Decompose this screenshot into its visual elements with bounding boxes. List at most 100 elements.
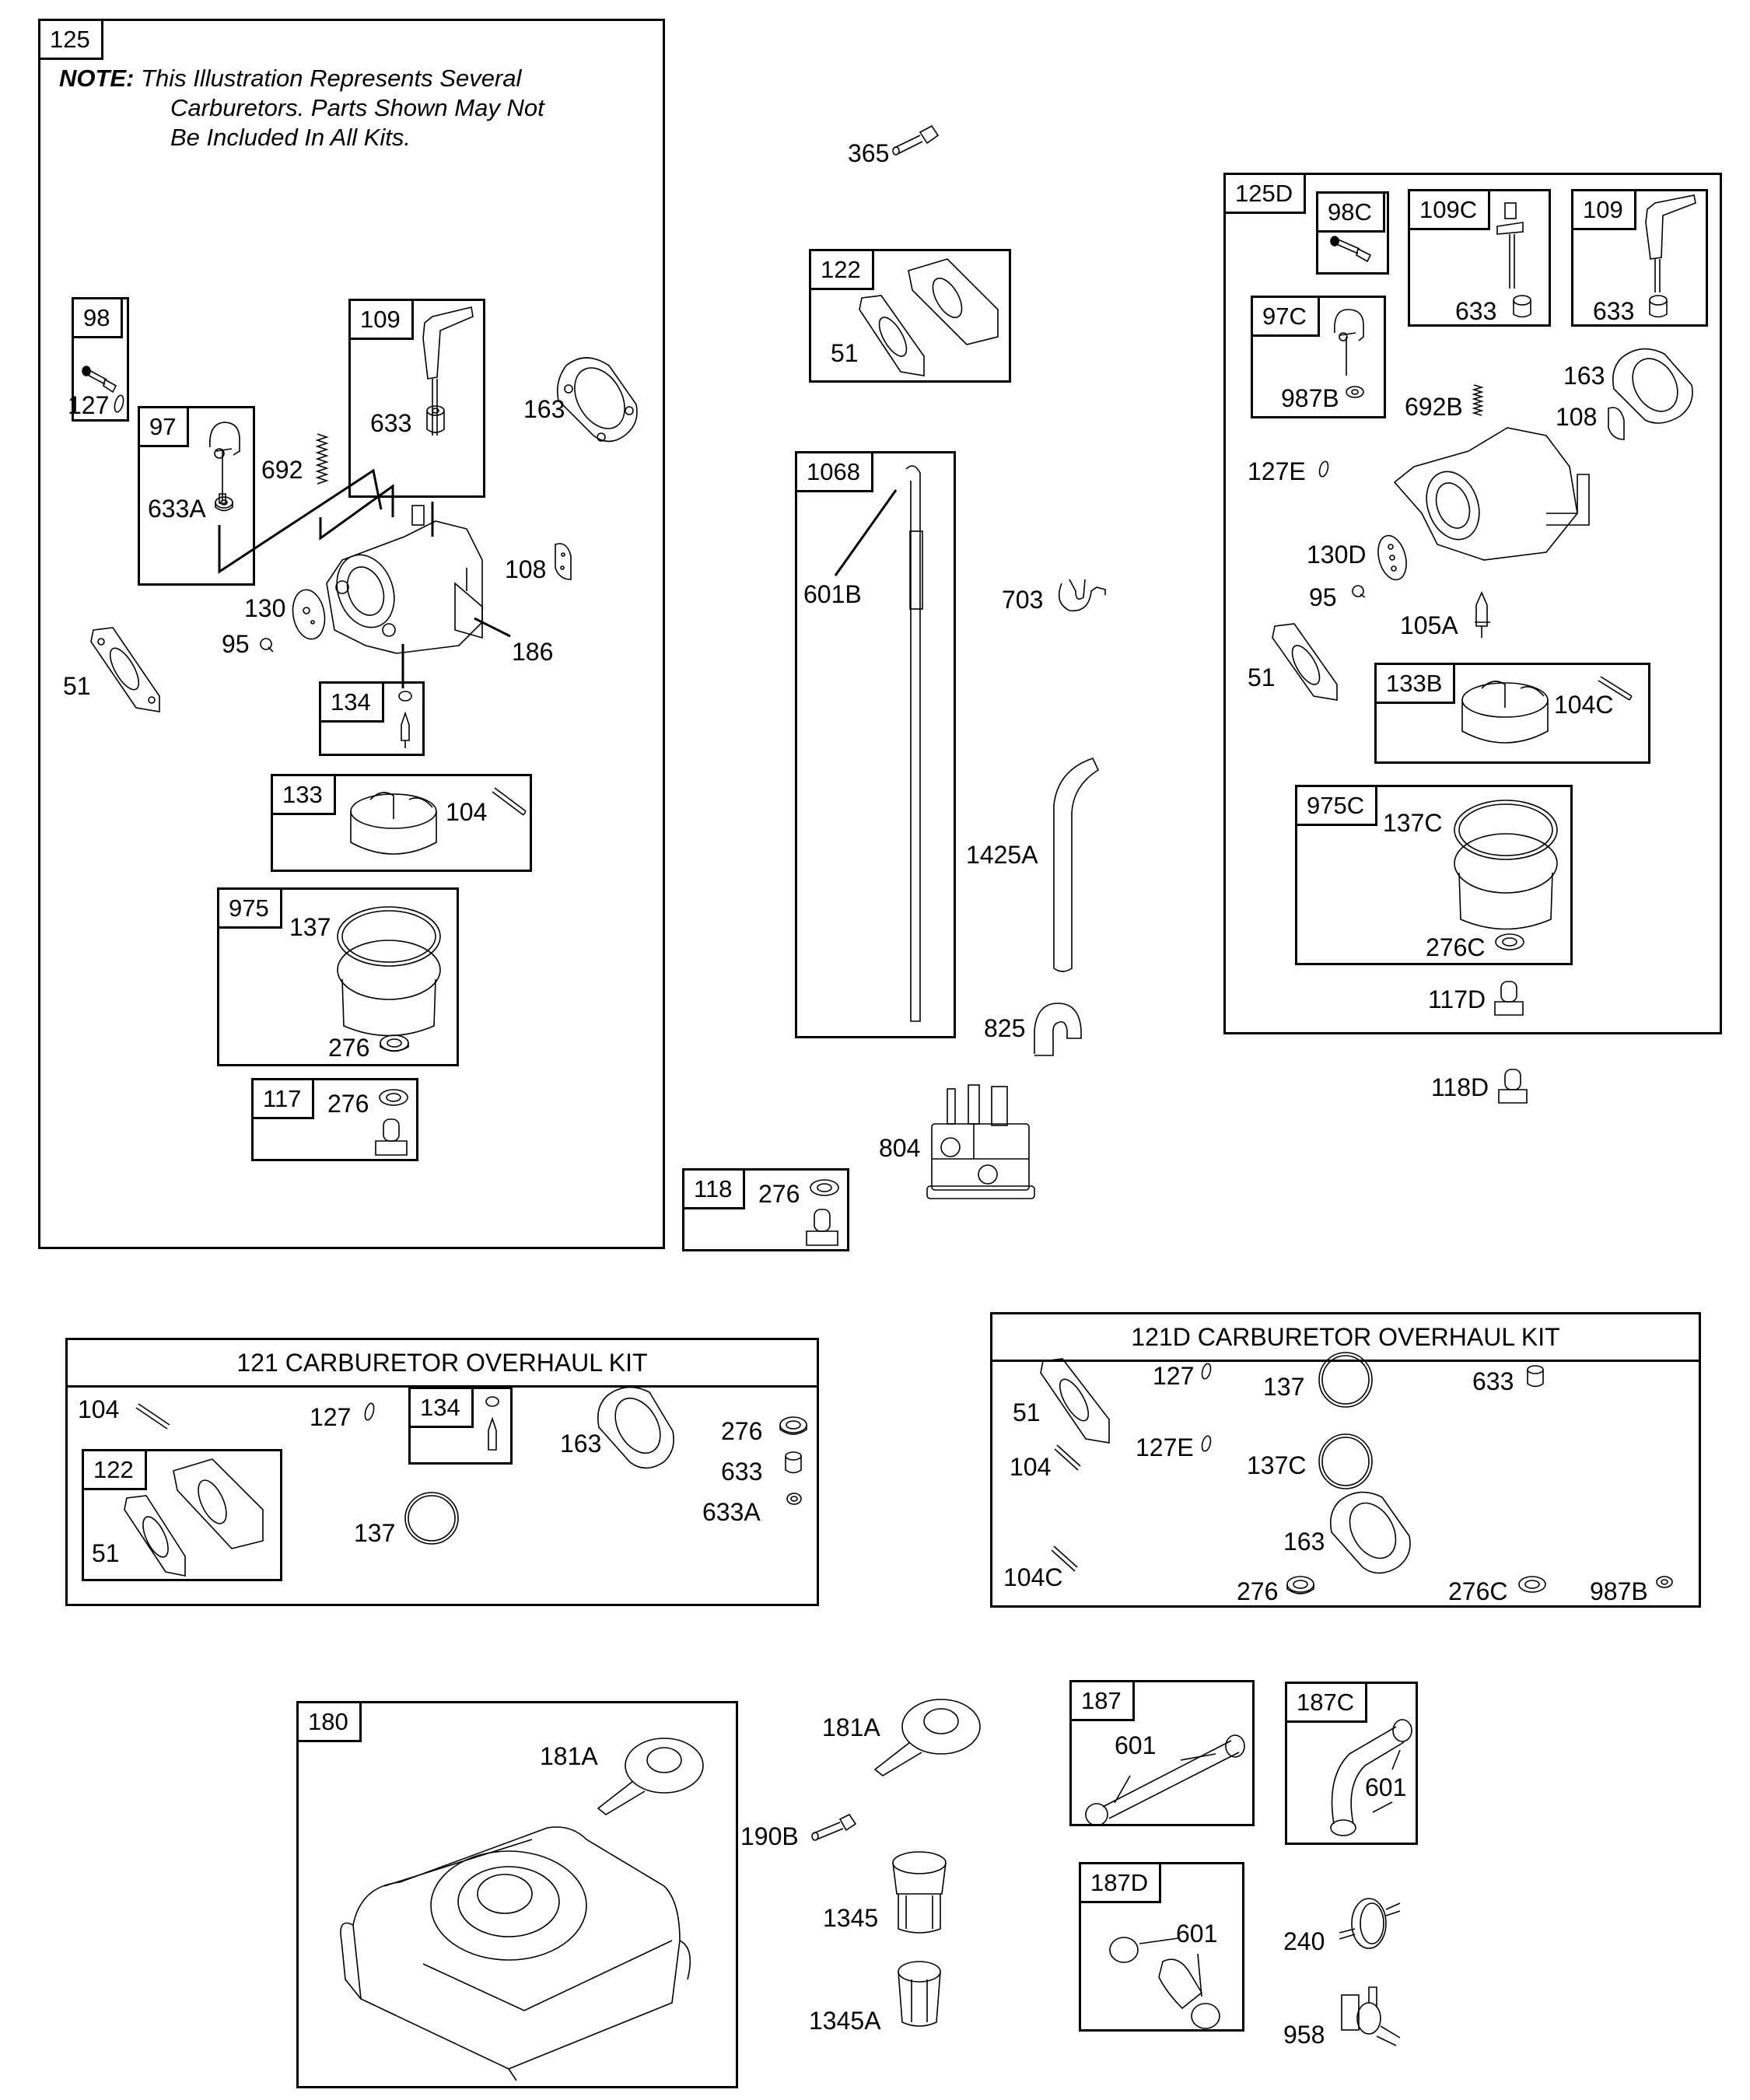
part-label-130D: 130D: [1307, 541, 1367, 569]
gasket-163-125D-icon: [1612, 348, 1693, 424]
part-label-108-125D: 108: [1556, 403, 1598, 431]
bolt-190B-icon: [811, 1813, 857, 1841]
plate-108-icon: [555, 543, 572, 580]
float-bowl-icon: [337, 906, 441, 1037]
part-box-134[interactable]: 134: [319, 681, 425, 756]
filter-1345A-icon: [898, 1961, 941, 2027]
gasket-51-125D-icon: [1272, 623, 1338, 701]
kit-121D-label-127: 127: [1153, 1362, 1195, 1390]
part-tag-117: 117: [254, 1080, 315, 1119]
bowl-nut-117-icon: [375, 1118, 408, 1156]
kit-121D-label-51: 51: [1013, 1398, 1041, 1426]
part-label-137: 137: [289, 913, 331, 941]
kit-121D-o-ring-127-icon: [1201, 1363, 1212, 1380]
part-label-137C: 137C: [1383, 809, 1443, 837]
kit-121D-gasket-51-icon: [1040, 1358, 1110, 1444]
kit-121D-label-127E: 127E: [1136, 1433, 1194, 1461]
seal-109-125D-633-icon: [1649, 295, 1668, 318]
spring-692B-icon: [1472, 384, 1484, 416]
part-label-190B: 190B: [740, 1822, 799, 1850]
part-tag-975: 975: [219, 890, 282, 929]
part-box-1068[interactable]: 1068 601B: [795, 451, 956, 1038]
kit-121-label-104: 104: [78, 1395, 120, 1423]
kit-121D-label-104: 104: [1010, 1453, 1052, 1481]
part-label-95-125D: 95: [1309, 583, 1337, 611]
kit-121-o-ring-137-icon: [404, 1492, 459, 1545]
washer-276-icon: [380, 1034, 409, 1052]
seal-633A-icon: [215, 496, 233, 512]
kit-121-spacer-122-icon: [173, 1458, 264, 1549]
plate-108-125D-icon: [1608, 407, 1625, 440]
shutoff-valve-958-icon: [1341, 1986, 1401, 2046]
part-label-276: 276: [328, 1034, 370, 1062]
part-label-163-125D: 163: [1563, 362, 1605, 390]
part-box-97C[interactable]: 97C 987B: [1251, 296, 1386, 418]
part-box-98C[interactable]: 98C: [1316, 191, 1389, 275]
kit-121-part-box-134[interactable]: 134: [408, 1387, 513, 1465]
kit-121D-o-ring-127E-icon: [1201, 1435, 1212, 1452]
part-label-51: 51: [63, 672, 91, 700]
kit-121-part-box-122[interactable]: 122 51: [82, 1449, 282, 1581]
gasket-163-icon: [556, 357, 638, 443]
part-label-703: 703: [1002, 586, 1044, 614]
part-label-692B: 692B: [1405, 393, 1463, 421]
part-tag-118: 118: [684, 1171, 746, 1209]
note-line-3: Be Included In All Kits.: [170, 124, 411, 151]
part-tag-1068: 1068: [797, 453, 873, 492]
part-tag-97C: 97C: [1253, 298, 1320, 337]
idle-screw-icon: [82, 366, 117, 394]
choke-shaft-icon: [209, 422, 240, 504]
washer-117-icon: [379, 1089, 408, 1106]
throttle-shaft-109-125D-icon: [1645, 194, 1696, 292]
throttle-plate-130D-icon: [1377, 534, 1407, 581]
kit-121D-seal-987B-icon: [1656, 1576, 1673, 1588]
part-box-97[interactable]: 97 633A: [138, 406, 255, 586]
part-label-1425A: 1425A: [966, 841, 1038, 869]
kit-121-frame: 121 CARBURETOR OVERHAUL KIT: [65, 1338, 819, 1606]
float-133-icon: [350, 792, 437, 855]
part-tag-97: 97: [140, 408, 190, 447]
part-label-187D-601: 601: [1176, 1920, 1218, 1948]
part-tag-98C: 98C: [1318, 194, 1385, 233]
kit-121-label-163: 163: [560, 1430, 602, 1458]
part-label-109C-633: 633: [1455, 297, 1497, 325]
part-label-104: 104: [446, 798, 488, 826]
gasket-51-mid-icon: [859, 295, 925, 376]
part-box-133[interactable]: 133 104: [271, 774, 532, 872]
part-box-122[interactable]: 122 51: [809, 249, 1011, 383]
leader-lines-125: [218, 468, 511, 688]
elbow-825-icon: [1034, 1003, 1082, 1056]
part-tag-133: 133: [273, 776, 336, 815]
part-box-975[interactable]: 975 137 276: [217, 887, 459, 1066]
kit-121D-o-ring-137-icon: [1318, 1352, 1373, 1408]
part-label-109-125D-633: 633: [1593, 297, 1635, 325]
part-box-98[interactable]: 98: [72, 297, 129, 422]
part-box-187[interactable]: 187 601: [1069, 1680, 1255, 1826]
leader-601B: [834, 489, 898, 576]
screw-95-125D-icon: [1352, 585, 1366, 598]
kit-121-label-137: 137: [354, 1519, 396, 1547]
part-box-109[interactable]: 109 633: [348, 299, 485, 498]
fuel-cap-181A-icon: [873, 1699, 981, 1776]
part-box-109-125D[interactable]: 109 633: [1571, 189, 1708, 327]
kit-121-title: 121 CARBURETOR OVERHAUL KIT: [68, 1340, 817, 1388]
part-box-975C[interactable]: 975C 137C 276C: [1295, 785, 1573, 965]
part-label-127: 127: [68, 391, 110, 419]
part-label-825: 825: [984, 1014, 1026, 1042]
part-box-180[interactable]: 180 181A: [296, 1701, 738, 2088]
part-box-117[interactable]: 117 276: [251, 1078, 418, 1161]
part-box-109C[interactable]: 109C 633: [1408, 189, 1551, 327]
part-box-187D[interactable]: 187D 601: [1079, 1862, 1244, 2032]
note-line-2: Carburetors. Parts Shown May Not: [170, 94, 544, 121]
fuel-line-1068-icon: [905, 465, 923, 1022]
kit-121D-label-276: 276: [1237, 1577, 1279, 1605]
part-box-118[interactable]: 118 276: [682, 1168, 849, 1251]
spring-692-icon: [315, 433, 329, 485]
part-box-133B[interactable]: 133B 104C: [1374, 663, 1650, 764]
kit-121D-title: 121D CARBURETOR OVERHAUL KIT: [992, 1314, 1699, 1362]
vapor-separator-804-icon: [926, 1084, 1035, 1199]
part-tag-109-125D: 109: [1573, 191, 1636, 230]
part-box-187C[interactable]: 187C 601: [1285, 1682, 1418, 1845]
assembly-125-tag: 125: [40, 21, 103, 60]
hinge-pin-104-icon: [492, 787, 527, 816]
